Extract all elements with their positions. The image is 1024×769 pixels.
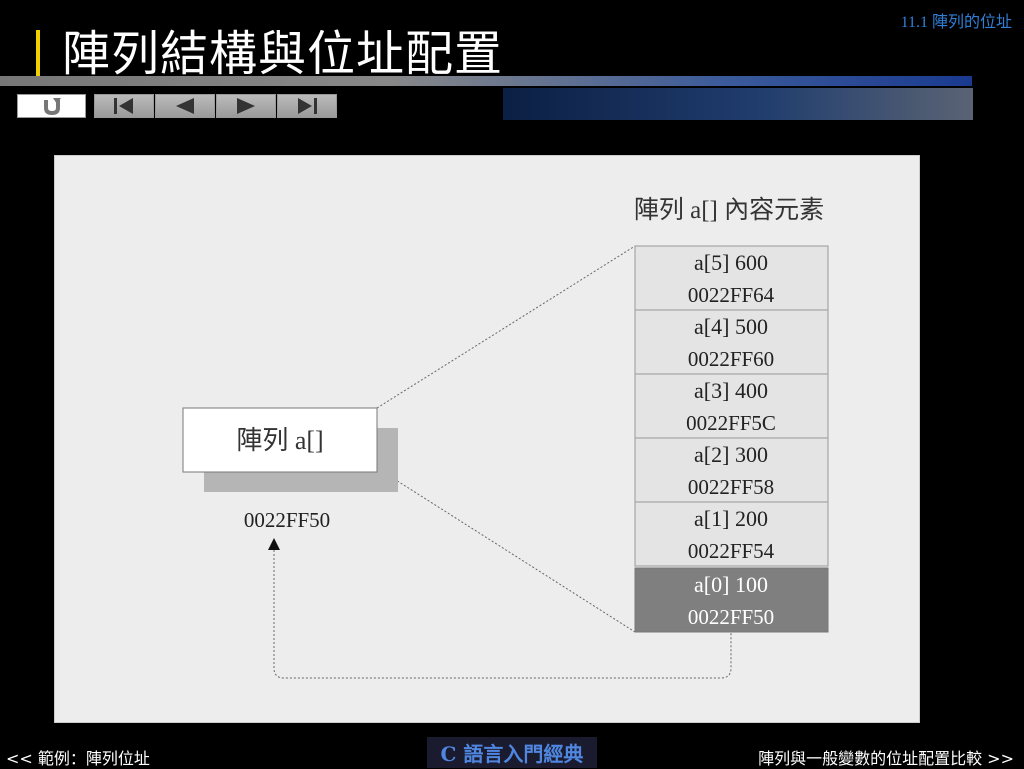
array-cell: a[2] 300 0022FF58 (634, 437, 829, 503)
array-cell: a[4] 500 0022FF60 (634, 309, 829, 375)
next-topic-link[interactable]: 陣列與一般變數的位址配置比較 >> (758, 749, 1014, 768)
array-label: 陣列 a[] (236, 426, 323, 455)
zoom-line-top (376, 245, 636, 409)
return-icon (43, 98, 61, 116)
page-title: 陣列結構與位址配置 (62, 26, 504, 82)
skip-first-icon (114, 98, 133, 114)
array-elements: a[5] 600 0022FF64 a[4] 500 0022FF60 a[3]… (634, 245, 829, 633)
diagram-panel: 陣列 a[] 內容元素 陣列 a[] 0022FF50 a[5] 600 002… (54, 155, 920, 723)
array-box (182, 407, 378, 473)
element-label: a[1] 200 (694, 506, 768, 531)
arrow-head (268, 538, 280, 550)
element-label: a[4] 500 (694, 314, 768, 339)
element-address: 0022FF58 (688, 475, 774, 499)
element-address: 0022FF54 (688, 539, 775, 563)
book-title: C 語言入門經典 (427, 737, 597, 768)
skip-last-icon (298, 98, 317, 114)
section-label: 11.1 陣列的位址 (900, 14, 1012, 31)
pointer-path (273, 550, 732, 679)
array-cell: a[5] 600 0022FF64 (634, 245, 829, 311)
element-address: 0022FF5C (686, 411, 776, 435)
first-slide-button[interactable] (94, 94, 154, 118)
element-address: 0022FF64 (688, 283, 775, 307)
prev-slide-button[interactable] (155, 94, 215, 118)
array-memory-diagram: 陣列 a[] 內容元素 陣列 a[] 0022FF50 a[5] 600 002… (182, 196, 829, 679)
element-label: a[5] 600 (694, 250, 768, 275)
return-button[interactable] (17, 94, 86, 118)
next-icon (237, 98, 255, 114)
element-label: a[2] 300 (694, 442, 768, 467)
last-slide-button[interactable] (277, 94, 337, 118)
next-slide-button[interactable] (216, 94, 276, 118)
zoom-line-bottom (376, 467, 636, 633)
element-label: a[0] 100 (694, 572, 768, 597)
element-address: 0022FF60 (688, 347, 774, 371)
array-cell-highlighted: a[0] 100 0022FF50 (634, 567, 829, 633)
prev-icon (176, 98, 194, 114)
prev-topic-link[interactable]: << 範例：陣列位址 (6, 749, 150, 768)
title-underline (0, 76, 972, 86)
title-accent-bar (36, 30, 40, 78)
array-address: 0022FF50 (244, 508, 330, 532)
nav-decor-band (503, 88, 973, 120)
book-title-text: C 語言入門經典 (440, 742, 584, 766)
array-cell: a[3] 400 0022FF5C (634, 373, 829, 439)
array-cell: a[1] 200 0022FF54 (634, 501, 829, 567)
element-address: 0022FF50 (688, 605, 774, 629)
contents-title: 陣列 a[] 內容元素 (634, 196, 824, 224)
element-label: a[3] 400 (694, 378, 768, 403)
